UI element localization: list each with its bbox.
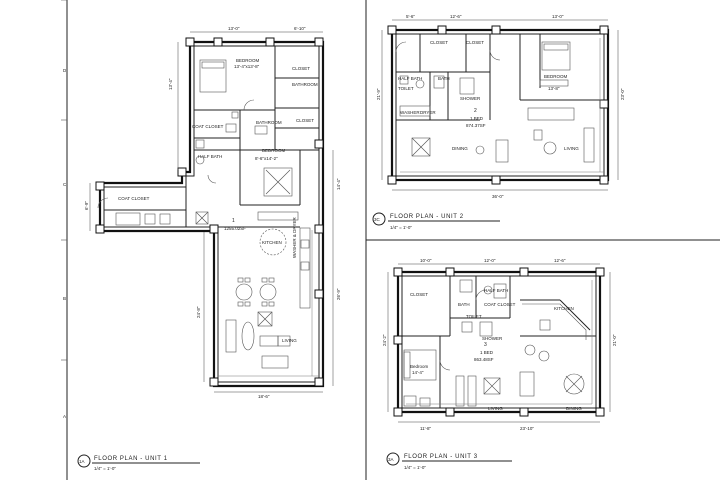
unit1-room-closet-2: CLOSET: [296, 118, 314, 123]
unit2-room-washer: WASHER: [400, 110, 420, 115]
unit3-bed: 1 BED: [480, 350, 494, 355]
unit1-room-bedroom-size: 13'-4"x13'-8": [234, 64, 260, 69]
unit1-dim-top1: 13'-0": [228, 26, 240, 31]
unit2-room-dining: DINING: [452, 146, 468, 151]
unit3-title-tag: 3A: [388, 457, 394, 462]
unit3-dim-left: 24'-2": [382, 334, 387, 346]
unit2-room-living: LIVING: [564, 146, 579, 151]
unit1-dim-right1: 26'-9": [336, 288, 341, 300]
unit2-dim-left: 21'-9": [376, 88, 381, 100]
unit2-room-dryer: DRYER: [420, 110, 436, 115]
unit3-room-dining: DINING: [566, 406, 582, 411]
unit2-number: 2: [474, 108, 477, 114]
unit3-floor-plan: 10'-0" 12'-0" 12'-6" 24'-2" 21'-0" 11'-8…: [382, 258, 617, 470]
unit3-room-bath: BATH: [458, 302, 470, 307]
unit2-floor-plan: 5'-6" 12'-6" 13'-0" 36'-0" 21'-9" 23'-0"…: [372, 14, 625, 230]
unit3-scale: 1/4" = 1'-0": [404, 465, 426, 470]
unit2-room-closet: CLOSET: [430, 40, 448, 45]
unit1-room-half-bath: HALF BATH: [198, 154, 222, 159]
unit3-room-living: LIVING: [488, 406, 503, 411]
unit3-title: FLOOR PLAN - UNIT 3: [404, 454, 478, 460]
unit1-dim-left1: 13'-4": [168, 78, 173, 90]
unit2-area: 874.37SF: [466, 123, 486, 128]
unit3-room-kitchen: KITCHEN: [554, 306, 574, 311]
unit2-room-bedroom: BEDROOM: [544, 74, 568, 79]
grid-letter-a: A: [63, 414, 66, 419]
unit1-dim-left2: 6'-9": [84, 201, 89, 210]
unit2-bed: 1 BED: [470, 116, 484, 121]
unit2-room-bedroom-size: 13'-8": [548, 86, 560, 91]
unit3-dim-top3: 12'-6": [554, 258, 566, 263]
unit1-room-bathroom-1: BATHROOM: [292, 82, 318, 87]
grid-letter-c: C: [63, 182, 67, 187]
unit1-room-washer-dryer: WASHER & DRYER: [292, 216, 297, 258]
unit1-room-closet-1: CLOSET: [292, 66, 310, 71]
unit2-room-bath: BATH: [438, 76, 450, 81]
unit3-room-coat-closet: COAT CLOSET: [484, 302, 516, 307]
unit1-room-bedroom: BEDROOM: [236, 58, 260, 63]
unit3-dim-bottom2: 23'-10": [520, 426, 534, 431]
unit3-room-closet: CLOSET: [410, 292, 428, 297]
unit1-title-tag: 1A: [79, 459, 85, 464]
unit3-number: 3: [484, 342, 487, 348]
unit1-room-living: LIVING: [282, 338, 297, 343]
unit1-scale: 1/4" = 1'-0": [94, 466, 116, 471]
unit3-room-bedroom-size: 14'-4": [412, 370, 424, 375]
unit1-room-bedroom-2-size: 8'-6"x14'-2": [255, 156, 278, 161]
unit1-dim-bottom: 18'-6": [258, 394, 270, 399]
unit1-title: FLOOR PLAN - UNIT 1: [94, 456, 168, 462]
unit3-room-half-bath: HALF BATH: [484, 288, 508, 293]
unit2-room-half-bath: HALF BATH: [398, 76, 422, 81]
unit1-room-bedroom-2: BEDROOM: [262, 148, 286, 153]
unit2-dim-top3: 13'-0": [552, 14, 564, 19]
unit1-dim-top2: 6'-10": [294, 26, 306, 31]
unit3-room-toilet: TOILET: [466, 314, 482, 319]
unit1-dim-living-left: 24'-8": [196, 306, 201, 318]
unit2-dim-top1: 5'-6": [406, 14, 415, 19]
grid-letter-d: D: [63, 68, 67, 73]
unit1-room-bathroom-2: BATHROOM: [256, 120, 282, 125]
unit3-dim-top1: 10'-0": [420, 258, 432, 263]
unit1-room-coat-closet-2: COAT CLOSET: [118, 196, 150, 201]
unit3-dim-right: 21'-0": [612, 334, 617, 346]
unit1-dim-right2: 14'-4": [336, 178, 341, 190]
unit1-floor-plan: 13'-0" 6'-10" 13'-4" 6'-9" 26'-9" 14'-4"…: [77, 26, 341, 471]
unit2-dim-bottom: 36'-0": [492, 194, 504, 199]
unit2-room-shower: SHOWER: [460, 96, 481, 101]
unit1-number: 1: [232, 218, 235, 224]
unit3-dim-top2: 12'-0": [484, 258, 496, 263]
unit2-dim-top2: 12'-6": [450, 14, 462, 19]
unit3-room-shower: SHOWER: [482, 336, 503, 341]
unit2-room-toilet: TOILET: [398, 86, 414, 91]
unit2-title: FLOOR PLAN - UNIT 2: [390, 214, 464, 220]
grid-letter-b: B: [63, 296, 66, 301]
unit1-room-coat-closet-1: COAT CLOSET: [192, 124, 224, 129]
unit1-room-kitchen: KITCHEN: [262, 240, 282, 245]
unit3-dim-bottom1: 11'-8": [420, 426, 432, 431]
unit2-room-closet-2: CLOSET: [466, 40, 484, 45]
unit2-scale: 1/4" = 1'-0": [390, 225, 412, 230]
unit1-area: 1255.02SF: [224, 226, 246, 231]
unit2-dim-right: 23'-0": [620, 88, 625, 100]
unit2-title-tag: 3C: [374, 217, 381, 222]
unit3-area: 863.48SF: [474, 357, 494, 362]
unit3-room-bedroom: Bedroom: [410, 364, 429, 369]
sheet-frame: D C B A: [61, 0, 720, 480]
